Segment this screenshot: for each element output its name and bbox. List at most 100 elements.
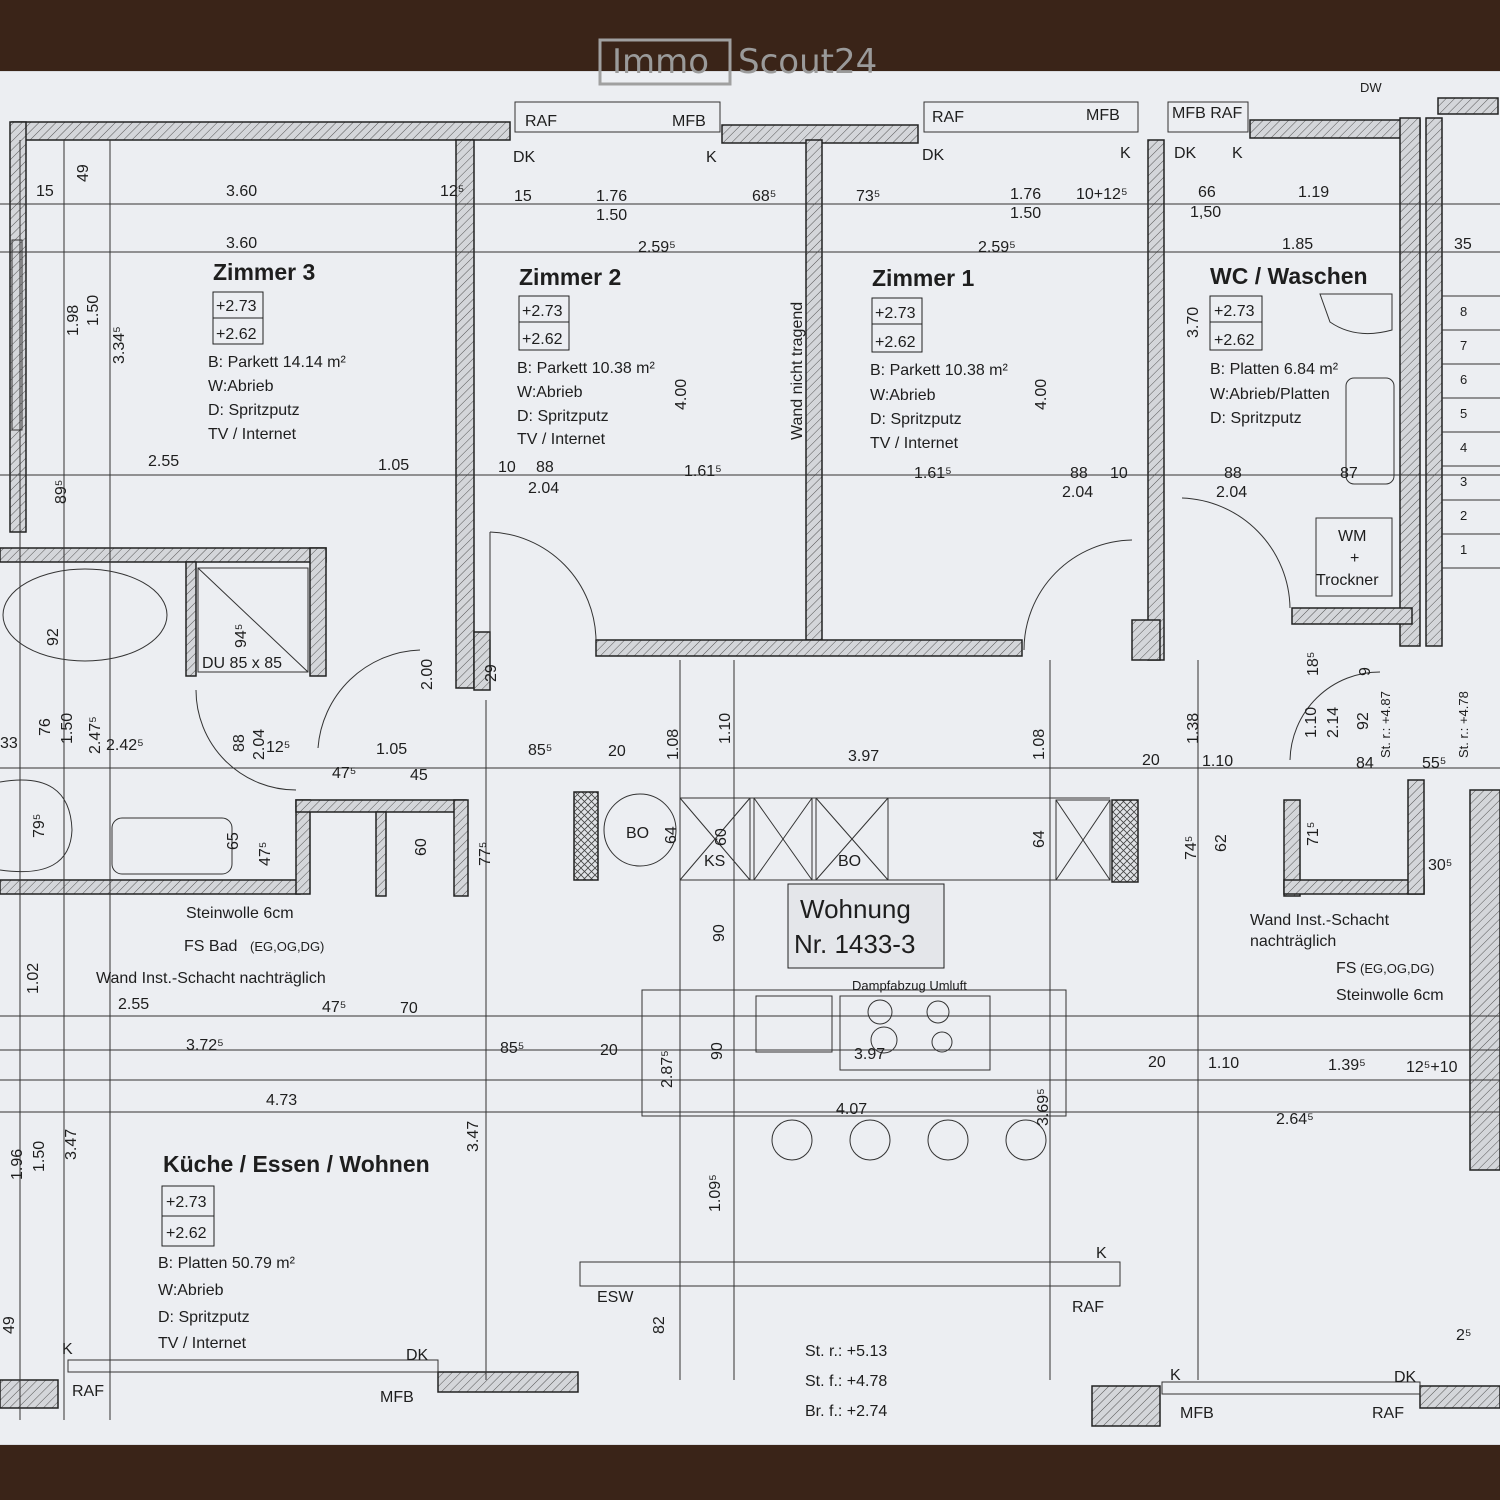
dim: 10+12⁵ <box>1076 186 1128 203</box>
dim: 85⁵ <box>528 742 552 759</box>
esw-label: ESW <box>597 1289 634 1306</box>
floor-spec: B: Platten 50.79 m² <box>158 1255 296 1272</box>
stair-step: 6 <box>1460 372 1467 387</box>
dim: 1.10 <box>717 713 734 744</box>
dim: 1.08 <box>665 729 682 760</box>
window-labels: RAF MFB RAF MFB MFB RAF DK K DK K DK K D… <box>62 80 1417 1422</box>
floor-spec: B: Parkett 14.14 m² <box>208 354 347 371</box>
dim: 2.47⁵ <box>87 716 104 754</box>
room-zimmer-2: Zimmer 2 +2.73 +2.62 B: Parkett 10.38 m²… <box>517 264 656 448</box>
dim: 90 <box>709 1042 726 1060</box>
level-top: +2.73 <box>875 305 916 322</box>
dim: 1.02 <box>25 963 42 994</box>
stair-step: 3 <box>1460 474 1467 489</box>
dim: 1.39⁵ <box>1328 1057 1366 1074</box>
dim: 2⁵ <box>1456 1327 1472 1344</box>
dim: 3.60 <box>226 183 257 200</box>
media-spec: TV / Internet <box>517 431 606 448</box>
room-name: Küche / Essen / Wohnen <box>163 1151 430 1177</box>
room-name: WC / Waschen <box>1210 263 1368 289</box>
wall-spec: W:Abrieb <box>870 387 936 404</box>
k-bottom-right: K <box>1170 1367 1181 1384</box>
room-zimmer-1: Zimmer 1 +2.73 +2.62 B: Parkett 10.38 m²… <box>870 265 1009 452</box>
dim: 1.10 <box>1202 753 1233 770</box>
floor-spec: B: Parkett 10.38 m² <box>517 360 656 377</box>
dim: 1.05 <box>378 457 409 474</box>
dim: 2.04 <box>1216 484 1247 501</box>
fs-bad: FS Bad <box>184 938 237 955</box>
stair-step: 8 <box>1460 304 1467 319</box>
ceiling-spec: D: Spritzputz <box>870 411 962 428</box>
mfb-top-2: MFB <box>1086 107 1120 124</box>
dk-bottom-right: DK <box>1394 1369 1417 1386</box>
raf-top-1: RAF <box>525 113 557 130</box>
dim: 49 <box>1 1316 18 1334</box>
dim: 47⁵ <box>322 999 346 1016</box>
walls <box>0 97 1500 1427</box>
dim: 87 <box>1340 465 1358 482</box>
dim: 88 <box>536 459 554 476</box>
dim: 84 <box>1356 755 1374 772</box>
dim: 1.85 <box>1282 236 1313 253</box>
dim: 3.72⁵ <box>186 1037 224 1054</box>
dim: 15 <box>36 183 54 200</box>
dryer-label: Trockner <box>1316 572 1379 589</box>
dim: 65 <box>225 832 242 850</box>
mfb-bottom-right: MFB <box>1180 1405 1214 1422</box>
level-top: +2.73 <box>216 298 257 315</box>
stair-step: 5 <box>1460 406 1467 421</box>
dim: 49 <box>75 164 92 182</box>
raf-top-2: RAF <box>932 109 964 126</box>
dim: 35 <box>1454 236 1472 253</box>
shower-label: DU 85 x 85 <box>202 655 282 672</box>
dim: 62 <box>1213 834 1230 852</box>
dk-top-1: DK <box>513 149 536 166</box>
media-spec: TV / Internet <box>208 426 297 443</box>
mfb-raf-top-3: MFB RAF <box>1172 105 1242 122</box>
level-bottom: +2.62 <box>522 331 563 348</box>
dim: 88 <box>231 734 248 752</box>
watermark-immo: Immo <box>612 42 709 82</box>
dim: 3.97 <box>848 748 879 765</box>
apartment-line2: Nr. 1433-3 <box>794 929 915 959</box>
dim: 1.50 <box>31 1141 48 1172</box>
steinwolle-right: Steinwolle 6cm <box>1336 987 1444 1004</box>
dim: 88 <box>1070 465 1088 482</box>
dim: 1.98 <box>65 305 82 336</box>
washer-label: WM <box>1338 528 1366 545</box>
dim: 92 <box>1355 712 1372 730</box>
mfb-top-1: MFB <box>672 113 706 130</box>
dim: 3.34⁵ <box>111 326 128 364</box>
dim: 12⁵+10 <box>1406 1059 1458 1076</box>
room-kueche-essen-wohnen: Küche / Essen / Wohnen +2.73 +2.62 B: Pl… <box>158 1151 430 1352</box>
room-name: Zimmer 2 <box>519 264 621 290</box>
dim: 74⁵ <box>1183 836 1200 860</box>
dk-bottom-left: DK <box>406 1347 429 1364</box>
dim: 30⁵ <box>1428 857 1452 874</box>
dim: 1,50 <box>1190 204 1221 221</box>
dim: 47⁵ <box>257 842 274 866</box>
dim: 2.59⁵ <box>638 239 676 256</box>
stair-step: 1 <box>1460 542 1467 557</box>
dim: 1.76 <box>596 188 627 205</box>
columns <box>573 791 1139 883</box>
dim: 2.04 <box>251 729 268 760</box>
dim: 2.59⁵ <box>978 239 1016 256</box>
wall-spec: W:Abrieb/Platten <box>1210 386 1330 403</box>
apartment-line1: Wohnung <box>800 894 911 924</box>
dim: 12⁵ <box>440 183 464 200</box>
dim: 90 <box>711 924 728 942</box>
non-bearing-wall-note: Wand nicht tragend <box>789 302 806 440</box>
oven-label-2: BO <box>838 853 861 870</box>
fs-right-sub: (EG,OG,DG) <box>1360 961 1434 976</box>
wand-right-1: Wand Inst.-Schacht <box>1250 912 1390 929</box>
dim: 1.09⁵ <box>707 1174 724 1212</box>
dim: 2.87⁵ <box>659 1050 676 1088</box>
dim: 3.47 <box>63 1129 80 1160</box>
dk-top-2: DK <box>922 147 945 164</box>
washer-plus: + <box>1350 550 1359 567</box>
dim: 2.04 <box>1062 484 1093 501</box>
dim: 60 <box>413 838 430 856</box>
dim: 1.61⁵ <box>914 465 952 482</box>
